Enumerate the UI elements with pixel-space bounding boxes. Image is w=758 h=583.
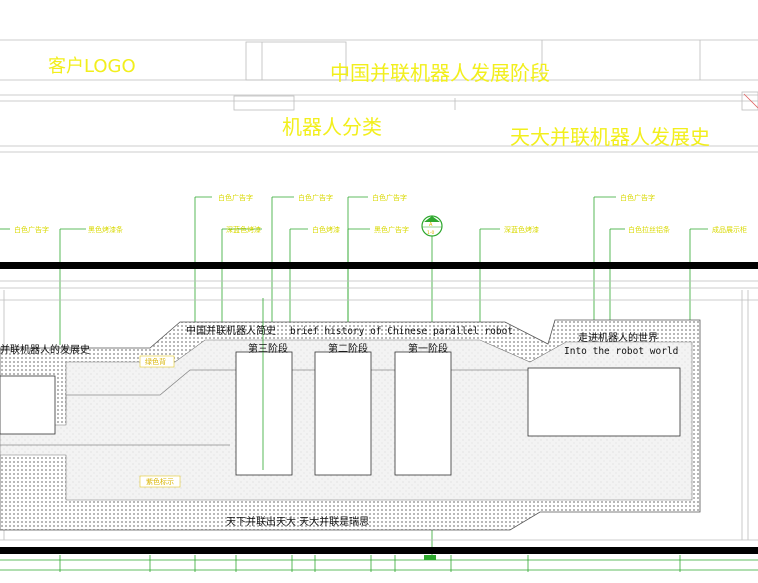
stage1-panel <box>394 351 452 476</box>
callout-text: 白色拉丝铝条 <box>628 225 670 234</box>
enter-en-label: Into the robot world <box>564 346 678 357</box>
stage2-label: 第二阶段 <box>328 342 368 355</box>
stages-title: 中国并联机器人发展阶段 <box>330 61 550 85</box>
slogan-label: 天下并联出天大 天大并联是瑞思 <box>226 515 369 528</box>
callout-text: 白色广告字 <box>372 193 407 202</box>
wall-lines <box>0 280 758 541</box>
tag-bottom: 紫色标示 <box>146 477 174 486</box>
category-title: 机器人分类 <box>282 115 382 139</box>
wall-band-top <box>0 262 758 269</box>
dimension-row <box>0 555 758 572</box>
left-panel <box>0 375 56 435</box>
callout-text: 白色广告字 <box>14 225 49 234</box>
left-title-label: 并联机器人的发展史 <box>0 343 90 356</box>
callout-text: 黑色广告字 <box>374 225 409 234</box>
svg-text:A: A <box>429 222 433 228</box>
tag-top: 绿色背 <box>145 357 166 366</box>
callout-text: 成品展示柜 <box>712 225 747 234</box>
svg-text:1-0: 1-0 <box>427 230 434 236</box>
callout-text: 白色广告字 <box>620 193 655 202</box>
stage3-label: 第三阶段 <box>248 342 288 355</box>
tianda-title: 天大并联机器人发展史 <box>510 125 710 149</box>
callout-text: 白色烤漆 <box>312 225 340 234</box>
callout-text: 深蓝色烤漆 <box>226 225 261 234</box>
callout-text: 黑色烤漆条 <box>88 225 123 234</box>
stage3-panel <box>235 351 293 476</box>
stage1-label: 第一阶段 <box>408 342 448 355</box>
right-screen <box>527 367 681 437</box>
floor-plan <box>0 298 701 531</box>
stage2-panel <box>314 351 372 476</box>
logo-title: 客户LOGO <box>48 56 136 77</box>
callout-text: 白色广告字 <box>298 193 333 202</box>
callout-text: 白色广告字 <box>218 193 253 202</box>
section-marker-icon: A 1-0 <box>421 215 443 237</box>
wall-band-bottom <box>0 547 758 554</box>
enter-cn-label: 走进机器人的世界 <box>578 331 658 344</box>
history-en-label: brief history of Chinese parallel robot <box>290 326 513 337</box>
upper-elevation <box>0 39 758 153</box>
history-cn-label: 中国并联机器人简史 <box>186 324 276 337</box>
callout-text: 深蓝色烤漆 <box>504 225 539 234</box>
